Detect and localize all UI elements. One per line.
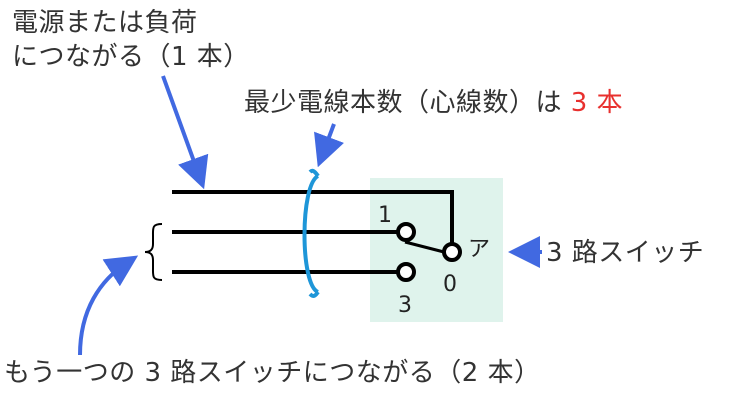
other-switch-label: もう一つの 3 路スイッチにつながる（2 本） [4, 358, 541, 388]
terminal-3-icon [396, 262, 416, 282]
terminal-3-label: 3 [398, 293, 412, 318]
switch-lever [404, 240, 445, 254]
terminal-1-label: 1 [378, 203, 392, 228]
wire-power [172, 190, 454, 244]
terminal-0-icon [442, 242, 462, 262]
arrow-to-power-wire-icon [161, 75, 209, 190]
min-wires-text: 最少電線本数（心線数）は [244, 88, 571, 118]
source-label-line1: 電源または負荷 [12, 8, 198, 38]
min-wires-label: 最少電線本数（心線数）は 3 本 [244, 86, 623, 120]
terminal-0-label: 0 [443, 272, 457, 297]
switch-mark-label: ア [468, 237, 491, 262]
brace-icon [144, 223, 163, 281]
terminal-1-icon [396, 222, 416, 242]
source-label-line2: につながる（1 本） [12, 42, 250, 72]
arrow-to-cable-ring-icon [314, 123, 345, 168]
cable-ring-icon [302, 174, 320, 294]
switch-name-label: 3 路スイッチ [546, 238, 705, 268]
arrow-to-brace-icon [78, 255, 139, 356]
min-wires-value: 3 本 [570, 88, 624, 118]
